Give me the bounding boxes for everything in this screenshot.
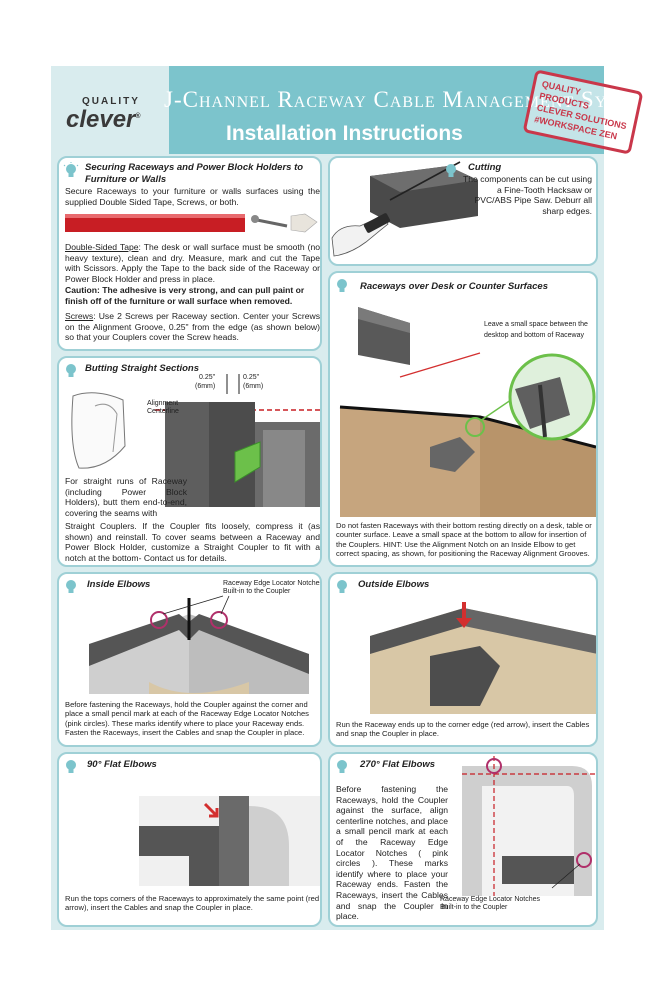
desk-raceway-illustration (339, 307, 596, 517)
header-banner (51, 66, 604, 154)
screws-instructions: Screws: Use 2 Screws per Raceway section… (65, 311, 320, 343)
lightbulb-icon (63, 162, 79, 177)
butting-title: Butting Straight Sections (85, 363, 199, 374)
inside-elbows-callout: Raceway Edge Locator Notches Built-in to… (223, 580, 322, 595)
desk-callout: Leave a small space between the desktop … (484, 321, 588, 339)
cutting-title: Cutting (468, 162, 502, 173)
dim-right-value: 0.25" (243, 374, 260, 381)
lightbulb-icon (337, 760, 347, 773)
hand-compress-illustration (71, 392, 126, 469)
lightbulb-icon (66, 364, 76, 377)
flat270-elbow-illustration (462, 756, 596, 896)
straight-coupler-illustration (155, 374, 320, 507)
panel-raceways-desk: Raceways over Desk or Counter Surfaces L… (328, 271, 598, 567)
lightbulb-icon (337, 279, 347, 292)
flat270-callout: Raceway Edge Locator Notches Built-in to… (440, 896, 540, 911)
lightbulb-icon (66, 580, 76, 593)
lightbulb-icon (446, 164, 456, 177)
tape-label: Double-Sided Tape (65, 242, 139, 252)
inside-elbow-illustration (89, 595, 309, 694)
page-subtitle: Installation Instructions (226, 122, 463, 145)
tape-text: : The desk or wall surface must be smoot… (65, 242, 320, 284)
screws-label: Screws (65, 311, 94, 321)
panel-cutting: Cutting The components can be cut using … (328, 156, 598, 266)
panel-outside-elbows: Outside Elbows Run the Raceway ends up t… (328, 572, 598, 747)
panel-securing: Securing Raceways and Power Block Holder… (57, 156, 322, 351)
tape-and-screws-illustration (65, 213, 318, 233)
flat90-elbow-illustration (139, 796, 320, 886)
brand-tagline: QUALITY (82, 96, 140, 107)
flat90-title: 90° Flat Elbows (87, 759, 157, 770)
inside-elbows-text: Before fastening the Raceways, hold the … (65, 700, 309, 738)
dim-right-mm: (6mm) (243, 383, 264, 390)
dim-left-mm: (6mm) (195, 383, 216, 390)
butting-text-bottom: Straight Couplers. If the Coupler fits l… (65, 521, 320, 563)
raceways-desk-text: Do not fasten Raceways with their bottom… (336, 521, 592, 559)
brand-name: clever (66, 106, 136, 133)
inside-elbows-title: Inside Elbows (87, 579, 151, 590)
raceways-desk-title: Raceways over Desk or Counter Surfaces (360, 281, 548, 292)
lightbulb-icon (66, 760, 76, 773)
securing-title: Securing Raceways and Power Block Holder… (85, 162, 304, 185)
alignment-centerline-label: Alignment Centerline (147, 400, 179, 415)
panel-butting: Butting Straight Sections 0.25" (6mm) 0.… (57, 356, 322, 567)
panel-inside-elbows: Inside Elbows Raceway Edge Locator Notch… (57, 572, 322, 747)
cutting-text: The components can be cut using a Fine-T… (463, 174, 592, 216)
outside-elbows-title: Outside Elbows (358, 579, 430, 590)
dim-left-value: 0.25" (199, 374, 216, 381)
panel-270-flat-elbows: 270° Flat Elbows Before fastening the Ra… (328, 752, 598, 927)
outside-elbows-text: Run the Raceway ends up to the corner ed… (336, 720, 590, 739)
screws-text: : Use 2 Screws per Raceway section. Cent… (65, 311, 320, 343)
caution-text: Caution: The adhesive is very strong, an… (65, 285, 305, 306)
butting-text-top: For straight runs of Raceway (including … (65, 476, 187, 518)
flat270-text: Before fastening the Raceways, hold the … (336, 784, 448, 922)
brand-logo: clever® (66, 106, 141, 134)
outside-elbow-illustration (370, 602, 596, 714)
panel-90-flat-elbows: 90° Flat Elbows Run the tops corners of … (57, 752, 322, 927)
lightbulb-icon (337, 580, 347, 593)
brand-mark: ® (135, 113, 141, 120)
tape-instructions: Double-Sided Tape: The desk or wall surf… (65, 242, 320, 284)
flat270-title: 270° Flat Elbows (360, 759, 436, 770)
securing-intro: Secure Raceways to your furniture or wal… (65, 186, 320, 207)
flat90-text: Run the tops corners of the Raceways to … (65, 894, 320, 913)
